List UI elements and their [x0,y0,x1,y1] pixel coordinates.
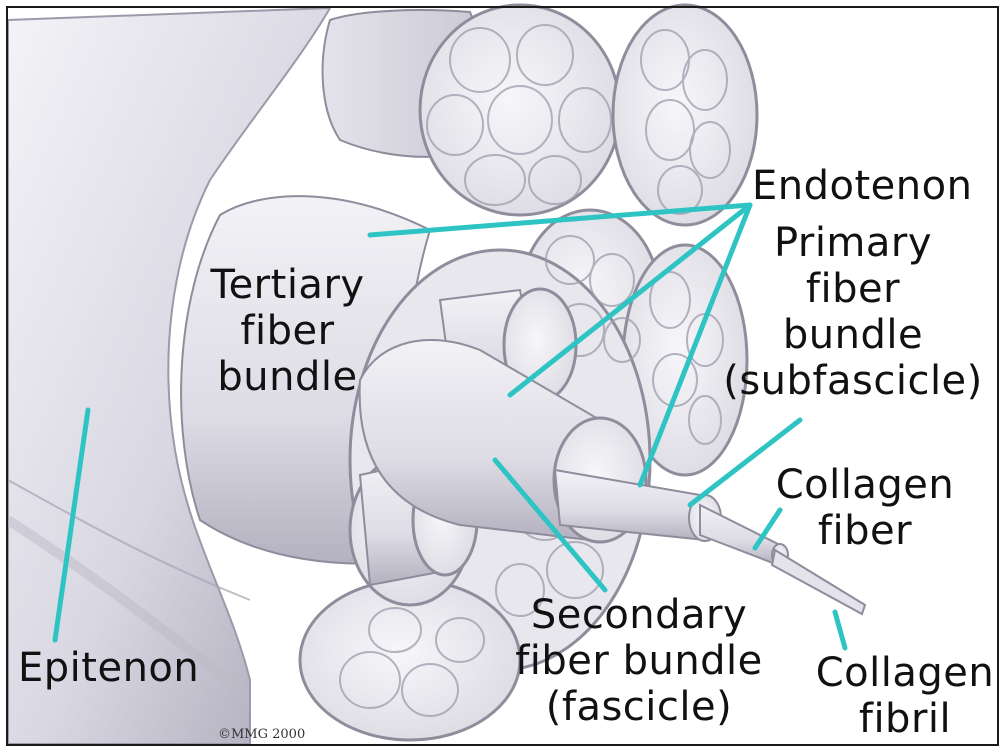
label-primary-fiber-bundle: Primary fiber bundle (subfascicle) [703,220,1003,404]
label-endotenon: Endotenon [752,163,972,209]
label-secondary-fiber-bundle: Secondary fiber bundle (fascicle) [494,592,784,730]
label-epitenon: Epitenon [18,645,199,691]
label-tertiary-fiber-bundle: Tertiary fiber bundle [180,262,395,400]
label-collagen-fiber: Collagen fiber [765,462,965,554]
copyright-notice: ©MMG 2000 [218,727,305,742]
label-collagen-fibril: Collagen fibril [805,650,1005,742]
